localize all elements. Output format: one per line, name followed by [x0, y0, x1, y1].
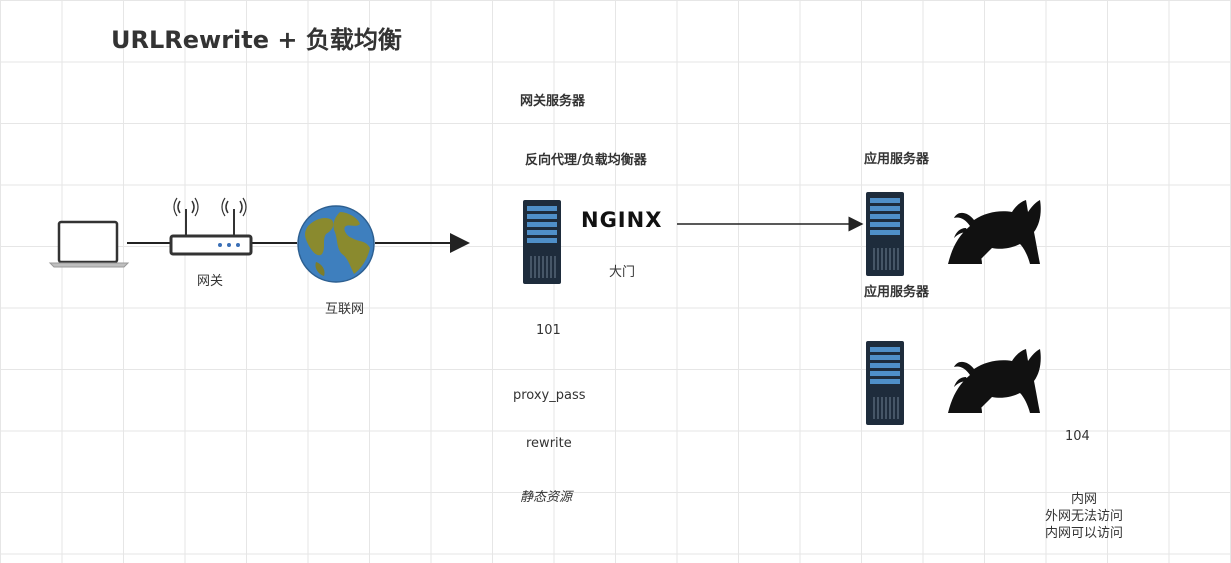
intranet-note-line: 内网可以访问 — [1044, 526, 1123, 541]
reverse-proxy-label: 反向代理/负载均衡器 — [525, 153, 647, 168]
app-server-2-label: 应用服务器 — [864, 285, 930, 300]
intranet-note-line: 外网无法访问 — [1044, 509, 1123, 524]
router-icon — [169, 197, 253, 256]
proxy-pass-label: proxy_pass — [513, 388, 586, 403]
rewrite-label: rewrite — [526, 436, 572, 451]
server-icon — [866, 341, 904, 425]
app-server-1-label: 应用服务器 — [864, 152, 930, 167]
tomcat-icon — [948, 349, 1041, 413]
globe-icon — [297, 205, 375, 283]
internet-label: 互联网 — [325, 302, 365, 317]
gateway-server-label: 网关服务器 — [520, 94, 586, 109]
laptop-icon — [48, 220, 130, 268]
server-icon — [866, 192, 904, 276]
diagram-title: URLRewrite + 负载均衡 — [111, 26, 402, 54]
proxy-ip-label: 101 — [536, 323, 561, 338]
gateway-label: 网关 — [197, 274, 224, 289]
server-icon — [523, 200, 561, 284]
tomcat-icon — [948, 200, 1041, 264]
app-ip-label: 104 — [1065, 429, 1090, 444]
door-label: 大门 — [609, 265, 636, 280]
intranet-notes: 内网 外网无法访问 内网可以访问 — [1040, 491, 1128, 542]
intranet-note-line: 内网 — [1070, 492, 1097, 507]
static-resources-label: 静态资源 — [520, 490, 573, 505]
nginx-logo: NGINX — [581, 208, 663, 232]
